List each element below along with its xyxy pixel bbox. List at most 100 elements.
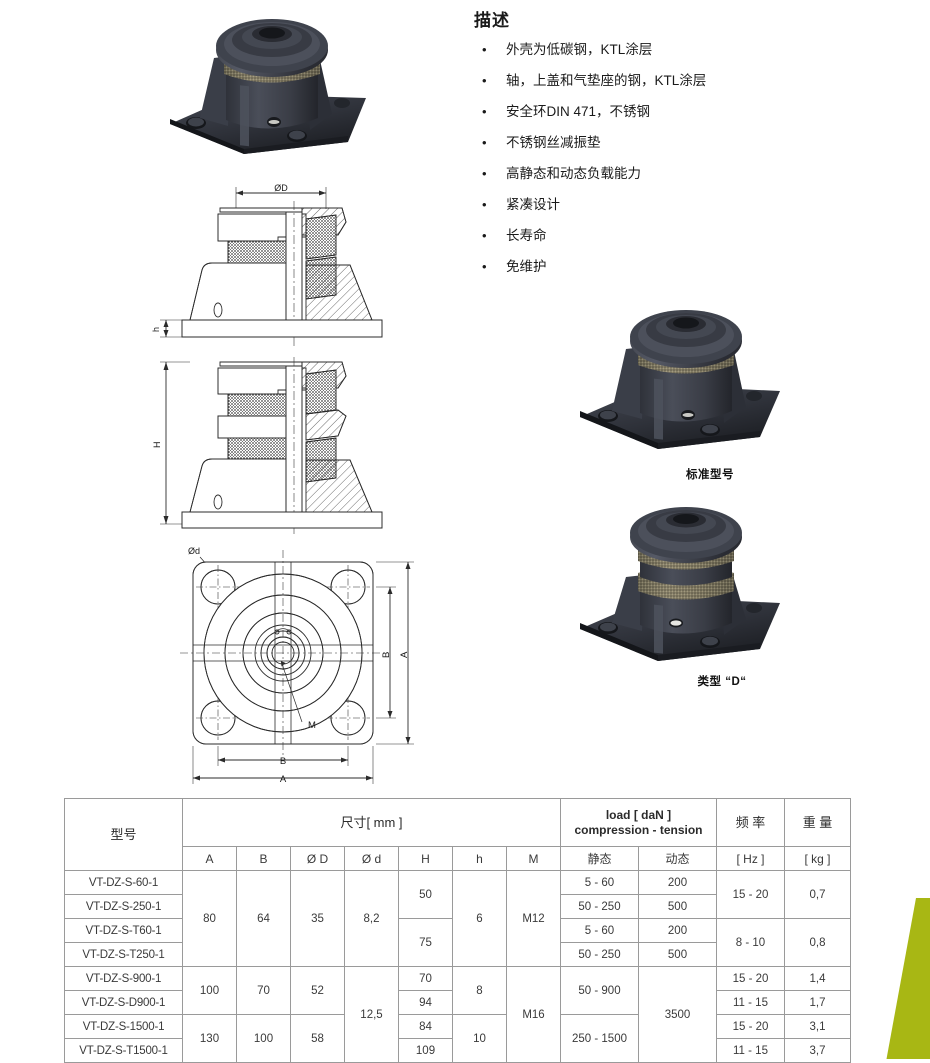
header-dimensions: 尺寸[ mm ] bbox=[182, 798, 561, 847]
bullet-icon: • bbox=[482, 259, 487, 274]
cell-frequency: 15 - 20 bbox=[716, 1014, 785, 1039]
list-item: • 安全环DIN 471，不锈钢 bbox=[474, 104, 914, 120]
cell-dynamic: 200 bbox=[638, 870, 717, 895]
dimension-label-B-horizontal: B bbox=[280, 756, 286, 767]
header-load-line1: load [ daN ] bbox=[605, 807, 672, 822]
cell-model: VT-DZ-S-D900-1 bbox=[64, 990, 183, 1015]
cell-model: VT-DZ-S-T60-1 bbox=[64, 918, 183, 943]
subheader-B: B bbox=[236, 846, 291, 871]
description-item-text: 紧凑设计 bbox=[506, 197, 560, 212]
description-item-text: 不锈钢丝减振垫 bbox=[506, 135, 601, 150]
subheader-M: M bbox=[506, 846, 561, 871]
drawing-cross-section-standard: ØD bbox=[150, 175, 455, 357]
bullet-icon: • bbox=[482, 135, 487, 150]
cell-M: M12 bbox=[506, 870, 561, 967]
cell-diameter-D: 52 bbox=[290, 966, 345, 1015]
cell-weight: 1,4 bbox=[784, 966, 851, 991]
product-photo-standard bbox=[562, 285, 852, 457]
list-item: • 长寿命 bbox=[474, 228, 914, 244]
cell-model: VT-DZ-S-900-1 bbox=[64, 966, 183, 991]
cell-A: 130 bbox=[182, 1014, 237, 1063]
cell-dynamic: 3500 bbox=[638, 966, 717, 1063]
bullet-icon: • bbox=[482, 197, 487, 212]
specification-table: 型号 尺寸[ mm ] load [ daN ] compression - t… bbox=[64, 798, 851, 1063]
description-item-text: 安全环DIN 471，不锈钢 bbox=[506, 104, 651, 119]
dimension-label-A-horizontal: A bbox=[280, 774, 287, 785]
cell-frequency: 15 - 20 bbox=[716, 870, 785, 919]
cell-A: 80 bbox=[182, 870, 237, 967]
cell-weight: 1,7 bbox=[784, 990, 851, 1015]
cell-M: M16 bbox=[506, 966, 561, 1063]
cell-H: 75 bbox=[398, 918, 453, 967]
cell-weight: 0,7 bbox=[784, 870, 851, 919]
cell-frequency: 15 - 20 bbox=[716, 966, 785, 991]
cell-H: 94 bbox=[398, 990, 453, 1015]
list-item: • 高静态和动态负载能力 bbox=[474, 166, 914, 182]
cell-static: 5 - 60 bbox=[560, 870, 639, 895]
cell-model: VT-DZ-S-T250-1 bbox=[64, 942, 183, 967]
cell-dynamic: 200 bbox=[638, 918, 717, 943]
product-photo-type-d bbox=[562, 493, 852, 669]
subheader-weight-unit: [ kg ] bbox=[784, 846, 851, 871]
subheader-h: h bbox=[452, 846, 507, 871]
drawing-bottom-view: Ød bbox=[150, 540, 455, 790]
dimension-label-B-vertical: B bbox=[381, 652, 392, 658]
header-weight: 重 量 bbox=[784, 798, 851, 847]
photo-caption-standard: 标准型号 bbox=[686, 469, 734, 481]
subheader-diameter-D: Ø D bbox=[290, 846, 345, 871]
list-item: • 紧凑设计 bbox=[474, 197, 914, 213]
dimension-label-A-vertical: A bbox=[399, 651, 410, 658]
table-header-row-sub: A B Ø D Ø d H h M 静态 动态 [ Hz ] [ kg ] bbox=[65, 846, 851, 871]
subheader-A: A bbox=[182, 846, 237, 871]
cell-B: 64 bbox=[236, 870, 291, 967]
subheader-diameter-d: Ø d bbox=[344, 846, 399, 871]
product-photo-hero bbox=[152, 2, 388, 162]
cell-h: 10 bbox=[452, 1014, 507, 1063]
dimension-label-diameter-D: ØD bbox=[274, 183, 288, 193]
header-load-line2: compression - tension bbox=[574, 822, 703, 837]
bullet-icon: • bbox=[482, 166, 487, 181]
list-item: • 不锈钢丝减振垫 bbox=[474, 135, 914, 151]
cell-static: 50 - 250 bbox=[560, 894, 639, 919]
cell-H: 70 bbox=[398, 966, 453, 991]
bullet-icon: • bbox=[482, 73, 487, 88]
subheader-H: H bbox=[398, 846, 453, 871]
cell-H: 84 bbox=[398, 1014, 453, 1039]
description-item-text: 长寿命 bbox=[506, 228, 547, 243]
cell-H: 50 bbox=[398, 870, 453, 919]
cell-A: 100 bbox=[182, 966, 237, 1015]
header-load: load [ daN ] compression - tension bbox=[560, 798, 717, 847]
dimension-label-H: H bbox=[152, 442, 162, 449]
subheader-frequency-unit: [ Hz ] bbox=[716, 846, 785, 871]
table-row: VT-DZ-S-900-1 100 70 52 12,5 70 8 M16 50… bbox=[64, 966, 851, 1063]
cell-static: 250 - 1500 bbox=[560, 1014, 639, 1063]
subheader-dynamic: 动态 bbox=[638, 846, 717, 871]
description-title: 描述 bbox=[474, 11, 510, 30]
header-model: 型号 bbox=[64, 798, 183, 871]
header-frequency: 频 率 bbox=[716, 798, 785, 847]
bullet-icon: • bbox=[482, 104, 487, 119]
decorative-green-wedge bbox=[886, 898, 930, 1059]
drawing-cross-section-type-d: H bbox=[150, 352, 455, 542]
table-row: VT-DZ-S-60-1 80 64 35 8,2 50 6 M12 5 - 6… bbox=[64, 870, 851, 967]
cell-diameter-D: 58 bbox=[290, 1014, 345, 1063]
dimension-label-M: M bbox=[308, 720, 316, 731]
cell-B: 70 bbox=[236, 966, 291, 1015]
dimension-label-diameter-d: Ød bbox=[188, 546, 200, 556]
cell-weight: 3,1 bbox=[784, 1014, 851, 1039]
list-item: • 免维护 bbox=[474, 259, 914, 275]
table-header-row-group: 型号 尺寸[ mm ] load [ daN ] compression - t… bbox=[64, 798, 851, 871]
cell-diameter-D: 35 bbox=[290, 870, 345, 967]
cell-model: VT-DZ-S-60-1 bbox=[64, 870, 183, 895]
cell-dynamic: 500 bbox=[638, 942, 717, 967]
cell-h: 6 bbox=[452, 870, 507, 967]
cell-frequency: 11 - 15 bbox=[716, 990, 785, 1015]
description-item-text: 高静态和动态负载能力 bbox=[506, 166, 641, 181]
photo-caption-type-d: 类型 “D“ bbox=[697, 676, 747, 688]
cell-h: 8 bbox=[452, 966, 507, 1015]
list-item: • 外壳为低碳钢，KTL涂层 bbox=[474, 42, 914, 58]
cell-dynamic: 500 bbox=[638, 894, 717, 919]
description-block: 描述 • 外壳为低碳钢，KTL涂层 • 轴，上盖和气垫座的钢，KTL涂层 • 安… bbox=[474, 6, 914, 290]
description-item-text: 免维护 bbox=[506, 259, 547, 274]
bullet-icon: • bbox=[482, 228, 487, 243]
